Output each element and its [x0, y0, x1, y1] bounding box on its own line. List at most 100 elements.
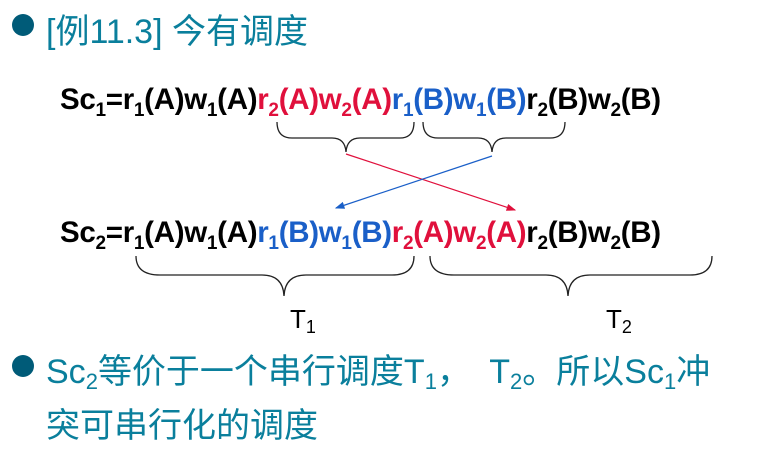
op-transaction: 1 — [268, 233, 279, 254]
bullet-icon — [12, 14, 34, 36]
op-object: (A) — [486, 216, 527, 249]
title-text: [例11.3] 今有调度 — [46, 13, 308, 51]
operation: w2(B) — [587, 216, 661, 254]
operation: w1(B) — [453, 83, 527, 121]
op-object: (B) — [547, 83, 588, 116]
operation: w2(A) — [318, 83, 392, 121]
op-transaction: 1 — [475, 100, 487, 121]
t2-sub: 2 — [510, 369, 523, 394]
text-part2: ， T — [436, 353, 511, 391]
op-type: w — [587, 83, 611, 116]
op-object: (B) — [351, 216, 392, 249]
schedule-sc1: Sc1=r1(A)w1(A)r2(A)w2(A)r1(B)w1(B)r2(B)w… — [60, 83, 661, 122]
op-type: w — [184, 216, 207, 249]
arrow-blue — [334, 155, 493, 209]
schedule-sc2: Sc2=r1(A)w1(A)r1(B)w1(B)r2(A)w2(A)r2(B)w… — [60, 216, 661, 255]
operation: r1(B) — [391, 83, 454, 121]
sc1-sub: 1 — [663, 369, 677, 394]
op-type: r — [257, 216, 269, 249]
op-type: w — [318, 216, 342, 249]
op-transaction: 1 — [133, 100, 145, 121]
brace-t2 — [429, 255, 713, 297]
schedule-sub: 2 — [95, 233, 106, 254]
op-transaction: 2 — [537, 233, 548, 254]
brace-t1 — [135, 255, 415, 297]
operation: w1(A) — [184, 216, 258, 254]
op-transaction: 2 — [402, 233, 414, 254]
label-t1: T1 — [290, 304, 316, 338]
t1-name: T — [290, 304, 306, 334]
t1-sub: 1 — [305, 317, 316, 337]
op-type: r — [257, 83, 269, 116]
equals-sign: = — [105, 83, 123, 116]
op-transaction: 2 — [341, 100, 352, 121]
op-transaction: 1 — [341, 233, 352, 254]
op-transaction: 1 — [206, 100, 218, 121]
operation: w1(A) — [184, 83, 258, 121]
op-object: (B) — [413, 83, 454, 116]
brace-sc1-blue — [422, 121, 566, 153]
operation: r2(A) — [257, 83, 319, 121]
arrow-red — [345, 153, 517, 211]
op-transaction: 2 — [610, 233, 621, 254]
operation: r1(B) — [257, 216, 319, 254]
text-line2: 突可串行化的调度 — [46, 407, 318, 445]
text-part3: 。所以Sc — [522, 353, 664, 391]
slide-title: [例11.3] 今有调度 — [46, 4, 308, 53]
equals-sign: = — [105, 216, 123, 249]
op-type: w — [587, 216, 611, 249]
t2-sub: 2 — [621, 317, 632, 337]
op-type: r — [391, 83, 403, 116]
operation: w2(B) — [587, 83, 661, 121]
op-transaction: 1 — [402, 100, 414, 121]
operation: r2(B) — [526, 216, 588, 254]
op-transaction: 2 — [268, 100, 279, 121]
t1-sub: 1 — [424, 369, 437, 394]
op-type: r — [122, 216, 134, 249]
op-object: (A) — [217, 216, 258, 249]
operation: r2(B) — [526, 83, 588, 121]
operation: w2(A) — [453, 216, 527, 254]
text-part1: 等价于一个串行调度T — [97, 353, 425, 391]
operation: r1(A) — [122, 83, 185, 121]
bullet-icon — [12, 355, 34, 377]
op-transaction: 2 — [475, 233, 487, 254]
operation: w1(B) — [318, 216, 392, 254]
op-object: (B) — [547, 216, 588, 249]
label-t2: T2 — [606, 304, 632, 338]
op-type: r — [526, 83, 538, 116]
op-type: r — [391, 216, 403, 249]
op-object: (B) — [486, 83, 527, 116]
schedule-name: Sc — [60, 216, 96, 249]
op-object: (B) — [620, 216, 661, 249]
op-object: (A) — [217, 83, 258, 116]
op-type: w — [184, 83, 207, 116]
sc-sub: 2 — [85, 369, 98, 394]
sc-text: Sc — [46, 353, 86, 391]
conclusion-line2: 突可串行化的调度 — [46, 398, 318, 447]
t2-name: T — [606, 304, 622, 334]
operation: r1(A) — [122, 216, 185, 254]
op-type: w — [453, 83, 476, 116]
operation: r2(A) — [391, 216, 454, 254]
op-transaction: 1 — [133, 233, 145, 254]
op-object: (A) — [144, 216, 185, 249]
schedule-sub: 1 — [95, 100, 106, 121]
op-object: (A) — [144, 83, 185, 116]
op-transaction: 2 — [610, 100, 621, 121]
text-part4: 冲 — [676, 353, 711, 391]
op-object: (B) — [278, 216, 319, 249]
op-transaction: 1 — [206, 233, 218, 254]
op-type: r — [526, 216, 538, 249]
op-transaction: 2 — [537, 100, 548, 121]
brace-sc1-red — [276, 121, 415, 153]
op-object: (B) — [620, 83, 661, 116]
op-object: (A) — [278, 83, 319, 116]
op-object: (A) — [413, 216, 454, 249]
op-type: w — [318, 83, 342, 116]
op-type: w — [453, 216, 476, 249]
op-object: (A) — [351, 83, 392, 116]
op-type: r — [122, 83, 134, 116]
schedule-name: Sc — [60, 83, 96, 116]
